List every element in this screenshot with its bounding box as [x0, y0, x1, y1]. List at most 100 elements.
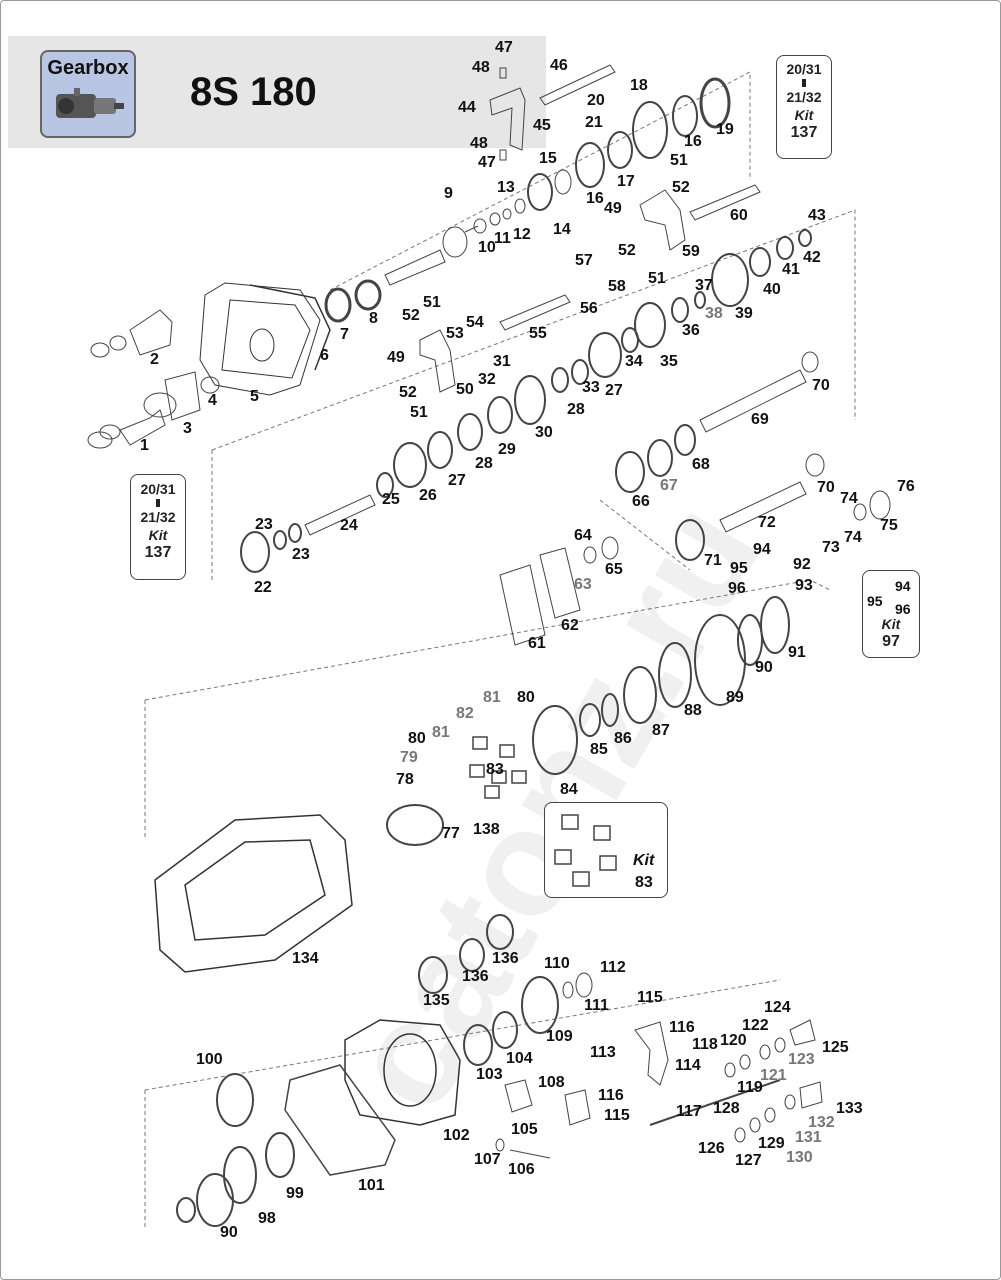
- part-label-15: 15: [539, 150, 557, 167]
- washer-107: [495, 1138, 505, 1152]
- part-label-135: 135: [423, 992, 450, 1009]
- kit-box-137-left: 20/31 21/32 Kit 137: [130, 474, 186, 580]
- part-label-94: 94: [753, 541, 771, 558]
- shift-fork-50: [419, 329, 456, 393]
- part-label-63: 63: [574, 576, 592, 593]
- kit-box-137-top: 20/31 21/32 Kit 137: [776, 55, 832, 159]
- part-label-98: 98: [258, 1210, 276, 1227]
- planetary-set: [386, 596, 790, 846]
- part-label-109: 109: [546, 1028, 573, 1045]
- part-label-47: 47: [495, 39, 513, 56]
- part-label-55: 55: [529, 325, 547, 342]
- guide-line: [144, 979, 781, 1091]
- part-label-103: 103: [476, 1066, 503, 1083]
- part-label-43: 43: [808, 207, 826, 224]
- ring-136b: [486, 914, 514, 950]
- part-label-49: 49: [604, 200, 622, 217]
- part-label-74: 74: [840, 490, 858, 507]
- part-label-47: 47: [478, 154, 496, 171]
- part-label-100: 100: [196, 1051, 223, 1068]
- ring-110: [562, 981, 574, 999]
- kit-word: Kit: [881, 616, 901, 632]
- part-label-79: 79: [400, 749, 418, 766]
- kit-box-97: 94 95 96 Kit 97: [862, 570, 920, 658]
- part-label-65: 65: [605, 561, 623, 578]
- part-label-72: 72: [758, 514, 776, 531]
- part-label-81: 81: [432, 724, 450, 741]
- part-label-102: 102: [443, 1127, 470, 1144]
- part-label-73: 73: [822, 539, 840, 556]
- part-label-31: 31: [493, 353, 511, 370]
- part-label-136: 136: [462, 968, 489, 985]
- part-label-36: 36: [682, 322, 700, 339]
- gearbox-logo: Gearbox: [40, 50, 136, 138]
- part-label-136: 136: [492, 950, 519, 967]
- part-label-35: 35: [660, 353, 678, 370]
- part-label-17: 17: [617, 173, 635, 190]
- part-label-48: 48: [470, 135, 488, 152]
- part-label-32: 32: [478, 371, 496, 388]
- rear-gears: [176, 1073, 295, 1227]
- part-label-133: 133: [836, 1100, 863, 1117]
- rail-46: [539, 64, 616, 106]
- part-label-30: 30: [535, 424, 553, 441]
- part-label-81: 81: [483, 689, 501, 706]
- part-label-117: 117: [676, 1103, 702, 1120]
- part-label-132: 132: [808, 1114, 835, 1131]
- part-label-87: 87: [652, 722, 670, 739]
- part-label-58: 58: [608, 278, 626, 295]
- part-label-115: 115: [604, 1107, 630, 1124]
- part-label-127: 127: [735, 1152, 762, 1169]
- part-label-51: 51: [648, 270, 666, 287]
- part-label-90: 90: [220, 1224, 238, 1241]
- main-housing-134: [154, 814, 353, 973]
- part-label-7: 7: [340, 326, 349, 343]
- part-label-34: 34: [625, 353, 643, 370]
- kit-line: 20/31: [140, 481, 176, 497]
- ring-7: [324, 287, 352, 323]
- part-label-44: 44: [458, 99, 476, 116]
- kit-word: Kit: [794, 107, 814, 123]
- part-label-69: 69: [751, 411, 769, 428]
- part-label-12: 12: [513, 226, 531, 243]
- part-label-82: 82: [456, 705, 474, 722]
- part-label-49: 49: [387, 349, 405, 366]
- part-label-119: 119: [737, 1079, 763, 1096]
- part-label-14: 14: [553, 221, 571, 238]
- rail-55: [499, 294, 571, 331]
- kit-line: 21/32: [786, 89, 822, 105]
- part-label-68: 68: [692, 456, 710, 473]
- part-label-38: 38: [705, 305, 723, 322]
- ring-65: [601, 536, 619, 560]
- part-label-77: 77: [442, 825, 460, 842]
- part-label-122: 122: [742, 1017, 769, 1034]
- part-label-78: 78: [396, 771, 414, 788]
- part-label-26: 26: [419, 487, 437, 504]
- part-label-52: 52: [402, 307, 420, 324]
- synchronizer-16-19: [575, 77, 731, 188]
- guide-line: [329, 71, 751, 291]
- ring-136a: [459, 938, 485, 972]
- part-label-24: 24: [340, 517, 358, 534]
- part-label-85: 85: [590, 741, 608, 758]
- part-label-90: 90: [755, 659, 773, 676]
- part-label-64: 64: [574, 527, 592, 544]
- part-label-52: 52: [399, 384, 417, 401]
- countershaft-72: [675, 453, 891, 561]
- ring-8: [354, 279, 382, 311]
- part-label-10: 10: [478, 239, 496, 256]
- part-label-6: 6: [320, 347, 329, 364]
- part-label-120: 120: [720, 1032, 747, 1049]
- flange-109: [521, 976, 559, 1034]
- part-label-22: 22: [254, 579, 272, 596]
- kit-number: 97: [882, 633, 900, 650]
- part-label-121: 121: [760, 1067, 787, 1084]
- input-shaft-9: [384, 225, 479, 286]
- part-label-48: 48: [472, 59, 490, 76]
- part-label-99: 99: [286, 1185, 304, 1202]
- part-label-130: 130: [786, 1149, 813, 1166]
- small-rings-10-15: [473, 169, 572, 234]
- part-label-110: 110: [544, 955, 570, 972]
- part-label-134: 134: [292, 950, 319, 967]
- part-label-28: 28: [567, 401, 585, 418]
